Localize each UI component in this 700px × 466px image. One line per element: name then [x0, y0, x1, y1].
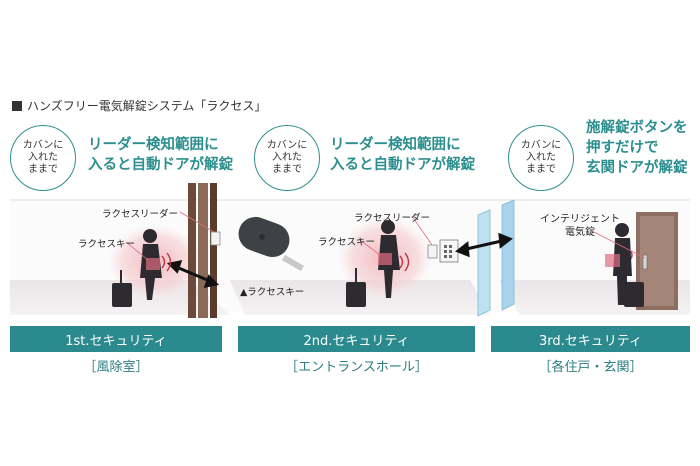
label-key-1: ラクセスキー: [78, 239, 136, 250]
location-label-3: ［各住戸・玄関］: [538, 360, 643, 375]
bubble-hands-free-1: カバンに 入れた ままで: [10, 125, 76, 191]
person-silhouette-2: [346, 220, 400, 307]
key-fob-image: [238, 216, 305, 272]
callout-3: 施解錠ボタンを 押すだけで 玄関ドアが解錠: [586, 120, 688, 176]
security-band-1: 1st.セキュリティ: [10, 326, 222, 352]
glass-door-left: [477, 209, 491, 317]
security-band-2: 2nd.セキュリティ: [238, 326, 475, 352]
double-arrow-icon: [455, 232, 513, 258]
title-text: ハンズフリー電気解錠システム「ラクセス」: [27, 99, 267, 113]
label-reader-2: ラクセスリーダー: [354, 213, 431, 224]
location-label-1: ［風除室］: [83, 360, 149, 375]
door-panel-1: [198, 183, 208, 318]
reader-device-1: [210, 231, 221, 246]
label-reader-1: ラクセスリーダー: [102, 209, 179, 220]
door-frame-right: [210, 183, 217, 318]
label-smart-lock: インテリジェント 電気錠: [540, 214, 620, 238]
security-band-3: 3rd.セキュリティ: [491, 326, 690, 352]
diagram-title: ハンズフリー電気解錠システム「ラクセス」: [12, 97, 266, 114]
reader-device-2: [427, 244, 438, 259]
double-arrow-icon: [166, 260, 220, 288]
callout-1: リーダー検知範囲に 入ると自動ドアが解錠: [88, 137, 233, 173]
key-fob-caption: ▲ラクセスキー: [240, 287, 305, 298]
location-label-2: ［エントランスホール］: [285, 360, 428, 375]
door-frame-left: [188, 183, 196, 318]
bubble-hands-free-2: カバンに 入れた ままで: [254, 125, 320, 191]
callout-2: リーダー検知範囲に 入ると自動ドアが解錠: [330, 137, 475, 173]
bubble-hands-free-3: カバンに 入れた ままで: [508, 125, 574, 191]
square-bullet-icon: [12, 100, 22, 111]
smart-lock: [642, 254, 648, 270]
label-key-2: ラクセスキー: [318, 237, 376, 248]
glass-door-right: [501, 199, 515, 311]
